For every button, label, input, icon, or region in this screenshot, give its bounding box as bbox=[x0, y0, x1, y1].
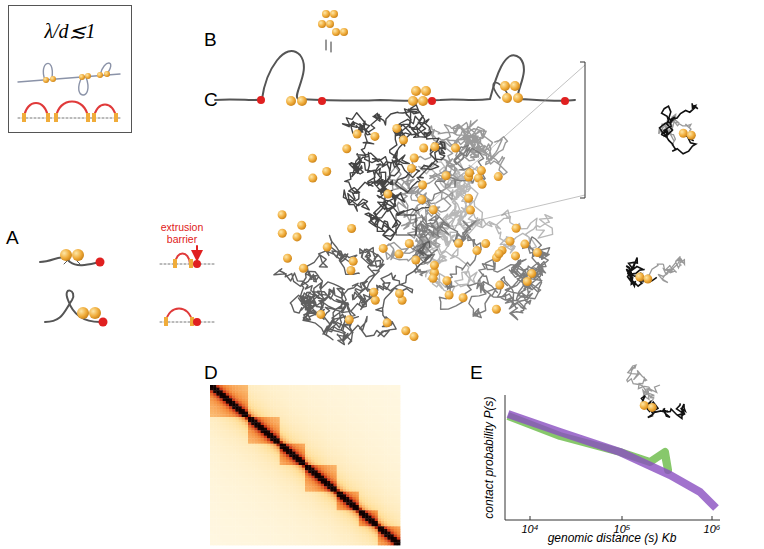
panel-b-sketch bbox=[215, 10, 575, 106]
tick-label: 10⁵ bbox=[614, 523, 631, 535]
panel-a-sketch bbox=[40, 246, 215, 327]
panel-letter: D bbox=[204, 363, 218, 384]
panel-letter: E bbox=[470, 363, 483, 384]
panel-letter: B bbox=[204, 30, 217, 51]
inset-box: λ/d≲1 bbox=[8, 5, 132, 133]
contact-map bbox=[210, 385, 400, 545]
panel-letter: C bbox=[204, 90, 218, 111]
panel-letter: A bbox=[6, 228, 19, 249]
contact-probability-plot bbox=[505, 395, 720, 520]
polymer-conformation bbox=[274, 105, 553, 345]
ratio-label: λ/d≲1 bbox=[9, 6, 131, 42]
tick-label: 10⁶ bbox=[704, 523, 721, 535]
zoom-bracket bbox=[396, 62, 585, 235]
axis-title: genomic distance (s) Kb bbox=[548, 532, 677, 545]
barrier-label: extrusion barrier bbox=[148, 222, 216, 245]
axis-title: contact probability P(s) bbox=[483, 397, 496, 519]
tick-label: 10⁴ bbox=[522, 523, 539, 535]
inset-sketch bbox=[18, 63, 122, 122]
zoomed-conformations bbox=[626, 103, 698, 418]
